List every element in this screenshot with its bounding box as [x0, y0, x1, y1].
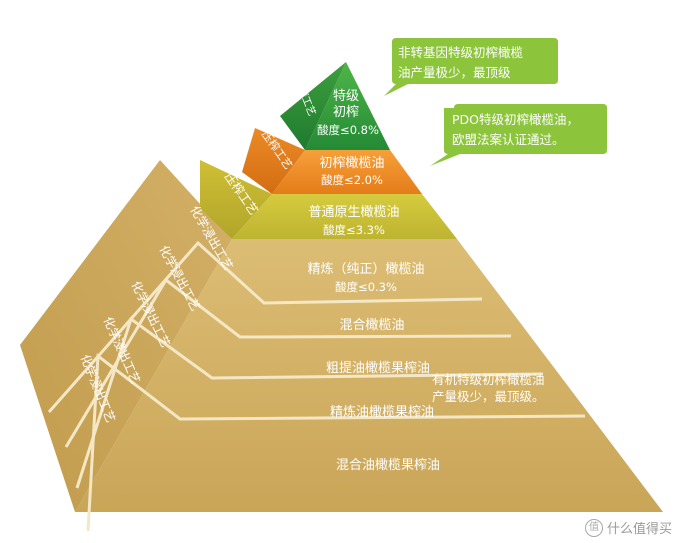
tier-8-face-label: 混合油橄榄果榨油 — [336, 457, 440, 473]
tier-4-face-label: 精炼（纯正）橄榄油 — [307, 261, 424, 277]
callout-top-line-2: 油产量极少，最顶级 — [398, 65, 511, 80]
callout-organic-line-1: 有机特级初榨橄榄油 — [432, 372, 545, 387]
tier-7-face-label: 精炼油橄榄果榨油 — [330, 404, 434, 420]
tier-5-face-label: 混合橄榄油 — [339, 317, 404, 333]
callout-organic: 有机特级初榨橄榄油 产量极少，最顶级。 — [432, 372, 545, 404]
tier-dividers — [47, 240, 586, 532]
callout-top-line-1: 非转基因特级初榨橄榄 — [398, 45, 523, 60]
watermark-text: 什么值得买 — [606, 522, 672, 537]
tier-3-acidity: 酸度≤3.3% — [323, 223, 385, 237]
tier-2-face-label: 初榨橄榄油 — [319, 155, 384, 171]
tier-4-acidity: 酸度≤0.3% — [335, 280, 397, 294]
tier-top-face — [305, 62, 390, 150]
callout-pdo-line-1: PDO特级初榨橄榄油， — [452, 112, 579, 127]
tier-2-side — [242, 128, 305, 194]
tier-3-side — [200, 160, 272, 239]
tier-1-face-line-2: 初榨 — [333, 104, 359, 120]
watermark: 值 什么值得买 — [584, 518, 672, 537]
callout-pdo: PDO特级初榨橄榄油， 欧盟法案认证通过。 — [430, 104, 607, 166]
tier-2-face — [272, 150, 422, 194]
tier-3-face — [232, 194, 457, 239]
tier-2-acidity: 酸度≤2.0% — [321, 173, 383, 187]
callout-organic-line-2: 产量极少，最顶级。 — [432, 389, 545, 404]
callout-top: 非转基因特级初榨橄榄 油产量极少，最顶级 — [384, 38, 558, 96]
face-labels: 特级 初榨 酸度≤0.8% 初榨橄榄油 酸度≤2.0% 普通原生橄榄油 酸度≤3… — [307, 89, 440, 473]
tier-top-side — [280, 62, 346, 150]
smzdm-logo-icon: 值 — [584, 518, 603, 537]
callout-pdo-line-2: 欧盟法案认证通过。 — [452, 132, 565, 147]
tier-1-face-line-1: 特级 — [333, 89, 359, 104]
tier-6-face-label: 粗提油橄榄果榨油 — [326, 360, 430, 376]
tier-3-face-label: 普通原生橄榄油 — [308, 204, 399, 220]
tier-1-acidity: 酸度≤0.8% — [317, 123, 379, 137]
